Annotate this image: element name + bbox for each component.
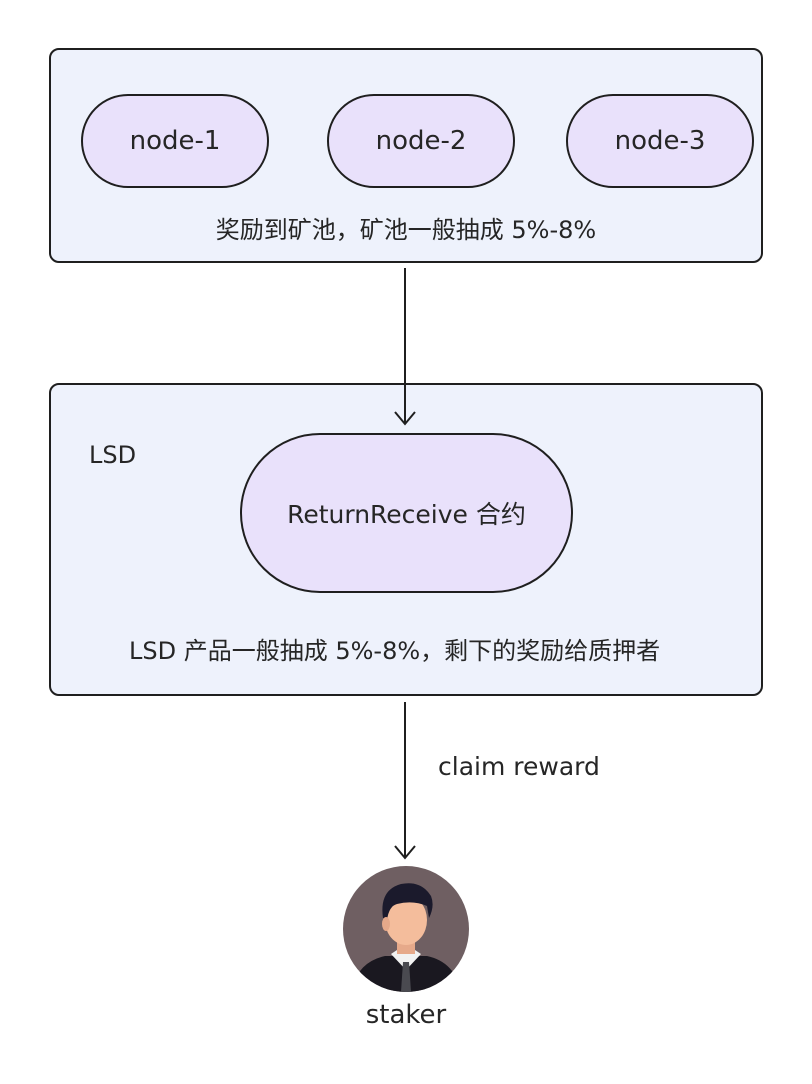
staker-label: staker: [365, 1000, 447, 1030]
node-1-box: node-1: [81, 94, 269, 188]
return-receive-contract-node: ReturnReceive 合约: [240, 433, 573, 593]
arrow-pool-to-lsd: [394, 268, 416, 426]
node-2-box: node-2: [327, 94, 515, 188]
pool-caption: 奖励到矿池，矿池一般抽成 5%-8%: [215, 216, 597, 244]
node-3-box: node-3: [566, 94, 754, 188]
arrow-lsd-to-staker: [394, 702, 416, 860]
lsd-group-label: LSD: [89, 441, 137, 469]
lsd-caption: LSD 产品一般抽成 5%-8%，剩下的奖励给质押者: [129, 637, 661, 665]
staker-avatar-icon: [343, 866, 469, 992]
claim-reward-label: claim reward: [438, 752, 600, 781]
mining-pool-group: node-1 node-2 node-3 奖励到矿池，矿池一般抽成 5%-8%: [49, 48, 763, 263]
lsd-group: LSD ReturnReceive 合约 LSD 产品一般抽成 5%-8%，剩下…: [49, 383, 763, 696]
